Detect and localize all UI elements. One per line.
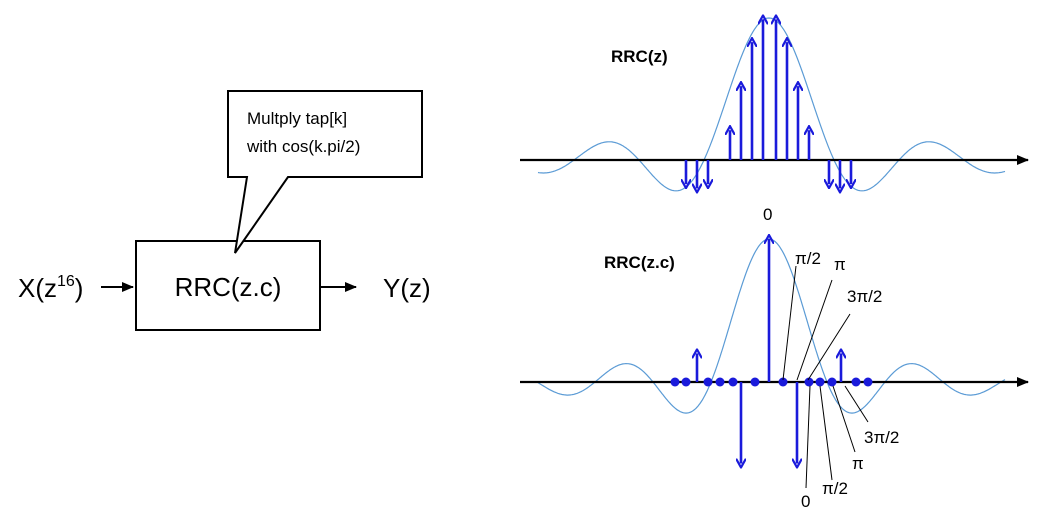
top-plot-title: RRC(z)	[611, 47, 668, 66]
bottom-zero-tap	[750, 377, 760, 387]
bottom-zero-tap	[851, 377, 861, 387]
bottom-zero-tap	[804, 377, 814, 387]
bottom-zero-tap	[715, 377, 725, 387]
phase-label-bottom-3half-pi: 3π/2	[864, 428, 899, 447]
bottom-zero-tap	[827, 377, 837, 387]
rrc-block	[135, 240, 321, 331]
input-label: X(z16)	[18, 273, 83, 303]
bottom-zero-tap	[703, 377, 713, 387]
phase-leader-lines	[782, 265, 869, 489]
bottom-zero-tap	[778, 377, 788, 387]
block-diagram: X(z16) RRC(z.c) Y(z) Multply tap[k] with…	[18, 90, 431, 331]
block-label: RRC(z.c)	[175, 272, 282, 302]
phase-label-top-pi: π	[834, 255, 846, 274]
phase-label-top-half-pi: π/2	[795, 249, 821, 268]
bottom-plot-title: RRC(z.c)	[604, 253, 675, 272]
phase-label-top-0: 0	[763, 205, 772, 224]
callout-text-line2: with cos(k.pi/2)	[246, 137, 360, 156]
top-stems	[686, 19, 851, 188]
callout-text-line1: Multply tap[k]	[247, 109, 347, 128]
bottom-plot: RRC(z.c) 0 π/2 π 3π/2 3π/2 π π/2 0	[520, 205, 1029, 511]
bottom-zero-tap	[863, 377, 873, 387]
phase-label-bottom-0: 0	[801, 492, 810, 511]
bottom-zero-tap	[815, 377, 825, 387]
top-sinc-curve	[537, 17, 1006, 192]
bottom-zero-tap	[728, 377, 738, 387]
bottom-zero-tap	[670, 377, 680, 387]
phase-label-bottom-pi: π	[852, 454, 864, 473]
output-label: Y(z)	[383, 273, 431, 303]
phase-label-top-3half-pi: 3π/2	[847, 287, 882, 306]
phase-label-bottom-half-pi: π/2	[822, 479, 848, 498]
bottom-zero-tap	[681, 377, 691, 387]
top-plot: RRC(z)	[520, 17, 1029, 192]
bottom-stems	[670, 239, 873, 464]
callout-bubble	[227, 90, 423, 254]
